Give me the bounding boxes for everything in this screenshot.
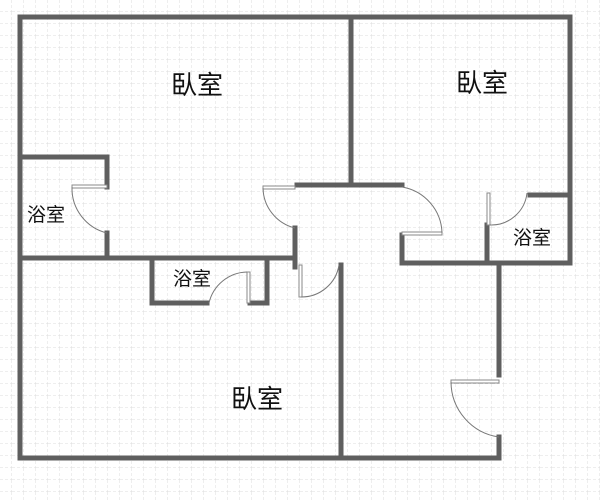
door-entrance: [450, 379, 500, 438]
door-bathroom-middle: [208, 271, 251, 304]
walls: [17, 14, 573, 461]
room-label-bedroom: 臥室: [456, 69, 508, 99]
room-label-bathroom: 浴室: [27, 204, 65, 226]
room-label-bathroom: 浴室: [513, 227, 551, 249]
door-bedroom-bottom: [298, 264, 340, 298]
door-bedroom-top-right: [401, 186, 443, 236]
room-label-bedroom: 臥室: [231, 385, 283, 415]
room-label-bedroom: 臥室: [171, 71, 223, 101]
door-bathroom-left: [71, 184, 108, 234]
doors: [71, 184, 528, 438]
door-bedroom-top-left: [262, 185, 296, 229]
room-label-bathroom: 浴室: [173, 268, 211, 290]
door-bathroom-right: [486, 192, 528, 226]
